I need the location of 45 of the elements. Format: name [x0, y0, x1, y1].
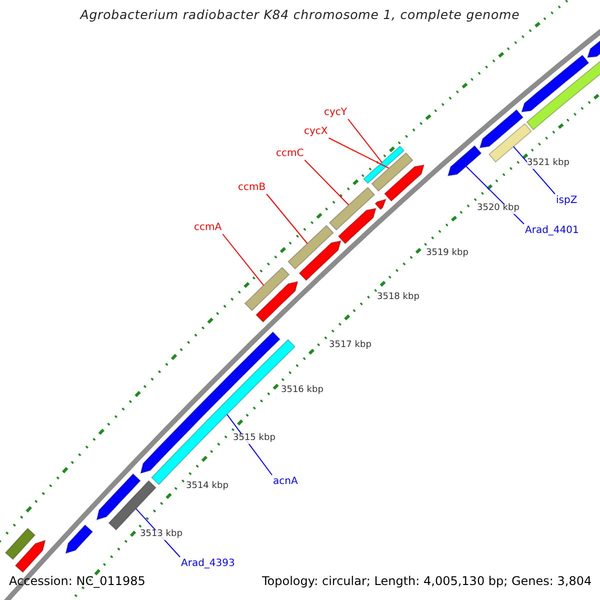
gene-bar [371, 152, 414, 192]
scale-label: 3514 kbp [186, 482, 228, 492]
gene-label: ispZ [556, 195, 578, 206]
gene-label: cycY [324, 107, 348, 118]
gene-feature [140, 331, 281, 474]
gene-label: acnA [273, 476, 298, 487]
leader-line [348, 118, 382, 163]
gene-label: ccmA [194, 222, 222, 233]
scale-label: 3516 kbp [281, 386, 324, 396]
gene-feature [255, 280, 298, 323]
gene-bar [288, 224, 334, 270]
gene-feature [298, 240, 342, 282]
leader-line [328, 138, 390, 169]
gene-feature [338, 208, 377, 244]
gene-bar [244, 266, 290, 312]
leader-line [222, 234, 264, 286]
gene-feature [96, 473, 141, 521]
scale-label: 3513 kbp [140, 530, 182, 540]
gene-feature [374, 198, 387, 210]
gene-feature [479, 109, 524, 148]
gene-label: Arad_4401 [525, 225, 579, 236]
gene-bar [4, 528, 36, 560]
gene-label: Arad_4393 [181, 558, 235, 569]
gene-bar [108, 480, 157, 531]
scale-label: 3518 kbp [377, 293, 420, 303]
footer-text: Accession: NC_011985 [9, 575, 146, 588]
scale-label: 3520 kbp [477, 204, 520, 214]
scale-label: 3521 kbp [527, 159, 570, 169]
footer-text: Topology: circular; Length: 4,005,130 bp; Genes: 3,804 [262, 575, 592, 588]
leader-line [266, 194, 308, 244]
scale-label: 3519 kbp [426, 249, 468, 259]
scale-label: 3515 kbp [233, 434, 276, 444]
gene-feature [384, 164, 425, 202]
gene-label: cycX [304, 126, 328, 137]
gene-label: ccmC [276, 148, 304, 159]
leader-line [304, 160, 350, 206]
gene-bar [363, 146, 405, 184]
gene-label: ccmB [238, 182, 266, 193]
gene-feature [14, 540, 46, 573]
gene-feature [520, 54, 590, 112]
title: Agrobacterium radiobacter K84 chromosome 1, complete genome [78, 8, 521, 22]
gene-feature [447, 145, 482, 176]
scale-label: 3517 kbp [329, 341, 372, 351]
gene-feature [65, 524, 94, 554]
gene-bar [328, 186, 376, 231]
